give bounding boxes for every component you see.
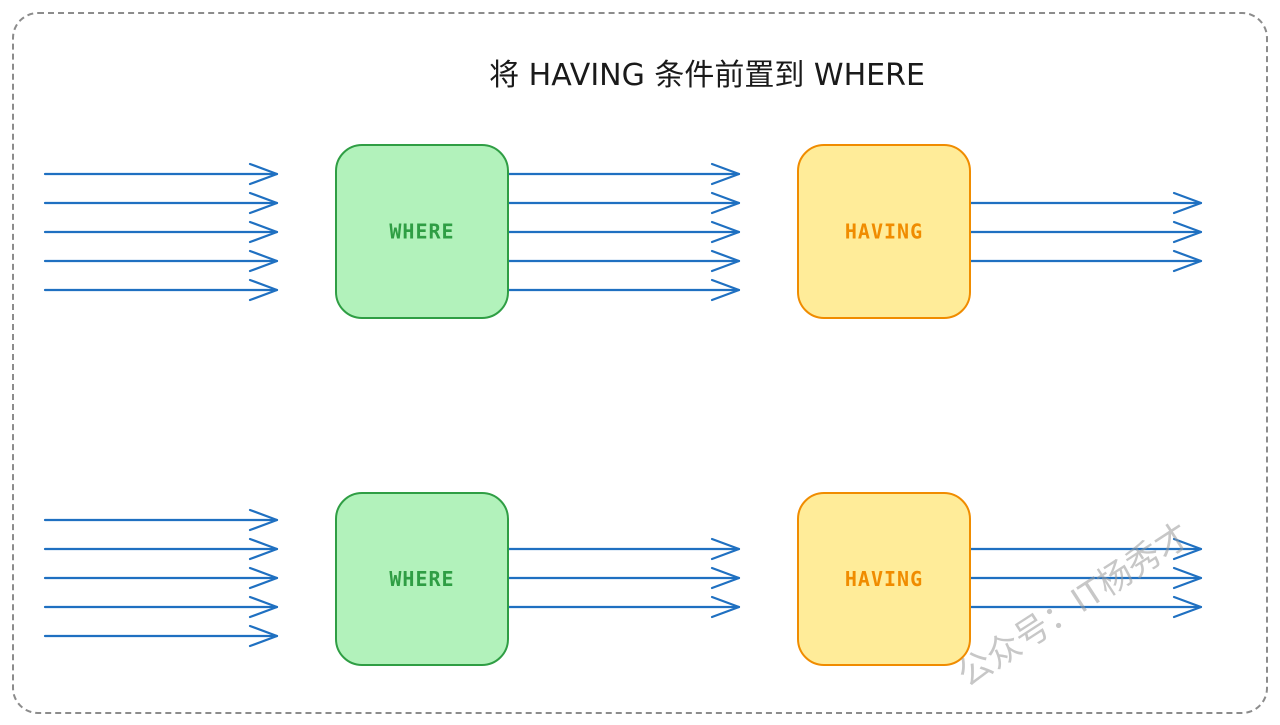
row1-where-output-arrow-3	[506, 220, 741, 244]
row2-where-output-arrow-2	[506, 566, 741, 590]
diagram-title: 将 HAVING 条件前置到 WHERE	[489, 58, 925, 93]
row1-where-box	[335, 144, 509, 319]
row1-where-output-arrow-1	[506, 162, 741, 186]
row2-having-output-arrow-3	[968, 595, 1203, 619]
row1-input-arrow-4	[43, 249, 279, 273]
row2-input-arrow-5	[43, 624, 279, 648]
row2-where-output-arrow-1	[506, 537, 741, 561]
row2-input-arrow-2	[43, 537, 279, 561]
row1-input-arrow-5	[43, 278, 279, 302]
row1-having-box	[797, 144, 971, 319]
row2-where-box	[335, 492, 509, 666]
row2-having-output-arrow-2	[968, 566, 1203, 590]
row2-having-output-arrow-1	[968, 537, 1203, 561]
row1-where-label: WHERE	[389, 220, 454, 244]
row1-input-arrow-3	[43, 220, 279, 244]
row1-having-output-arrow-2	[968, 220, 1203, 244]
row2-input-arrow-1	[43, 508, 279, 532]
row1-where-output-arrow-5	[506, 278, 741, 302]
dashed-frame	[12, 12, 1268, 714]
row2-input-arrow-4	[43, 595, 279, 619]
row2-where-output-arrow-3	[506, 595, 741, 619]
row1-having-label: HAVING	[845, 220, 923, 244]
row1-where-output-arrow-4	[506, 249, 741, 273]
row2-input-arrow-3	[43, 566, 279, 590]
row1-input-arrow-1	[43, 162, 279, 186]
row2-having-box	[797, 492, 971, 666]
row2-having-label: HAVING	[845, 567, 923, 591]
row1-having-output-arrow-3	[968, 249, 1203, 273]
row1-input-arrow-2	[43, 191, 279, 215]
row2-where-label: WHERE	[389, 567, 454, 591]
row1-having-output-arrow-1	[968, 191, 1203, 215]
row1-where-output-arrow-2	[506, 191, 741, 215]
